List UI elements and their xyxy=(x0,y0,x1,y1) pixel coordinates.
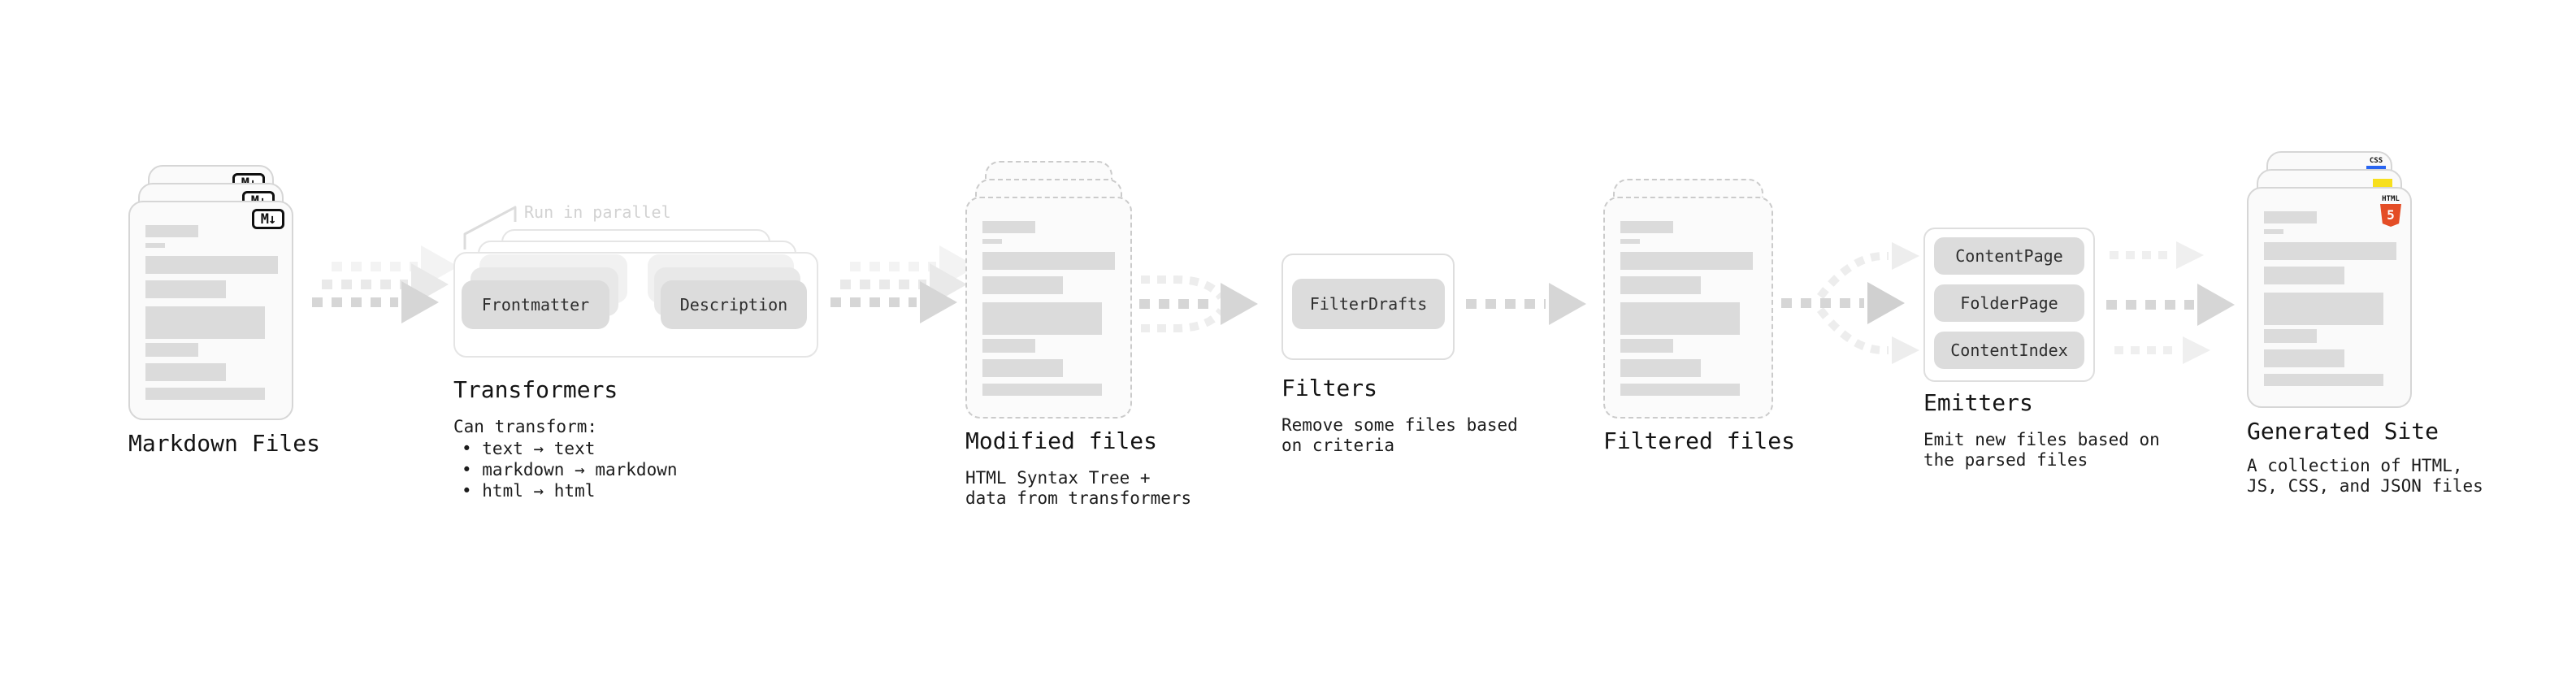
filters-desc-line: on criteria xyxy=(1281,436,1395,455)
text-line-placeholder xyxy=(982,252,1115,270)
stage-label-filters: Filters xyxy=(1281,375,1378,401)
text-line-placeholder xyxy=(1620,359,1701,377)
css-badge-text: CSS xyxy=(2369,157,2383,165)
file-card-front xyxy=(965,197,1132,419)
text-line-placeholder xyxy=(145,388,265,400)
text-line-placeholder xyxy=(982,339,1035,353)
stage-label-emitters: Emitters xyxy=(1923,389,2033,416)
css-icon: CSS xyxy=(2366,158,2386,169)
contentpage-pill: ContentPage xyxy=(1934,237,2084,275)
html5-shield: 5 xyxy=(2380,204,2401,227)
text-line-placeholder xyxy=(982,359,1063,377)
arrow-filters-to-filtered xyxy=(1466,283,1586,325)
description-pill: Description xyxy=(661,280,807,329)
arrow-filtered-to-emitters xyxy=(1781,242,1919,364)
stage-label-filtered-files: Filtered files xyxy=(1603,427,1796,454)
modified-desc-line: data from transformers xyxy=(965,488,1192,508)
text-line-placeholder xyxy=(145,280,226,298)
contentindex-pill: ContentIndex xyxy=(1934,332,2084,369)
file-card-front: M↓ xyxy=(128,201,293,420)
text-line-placeholder xyxy=(145,306,265,339)
text-line-placeholder xyxy=(982,221,1035,233)
text-line-placeholder xyxy=(982,302,1102,335)
generated-desc-line: A collection of HTML, xyxy=(2247,456,2463,475)
transformers-bullet: • html → html xyxy=(462,481,596,501)
annotation-callout-line xyxy=(463,206,517,249)
text-line-placeholder xyxy=(2264,211,2317,223)
text-line-placeholder xyxy=(145,363,226,381)
text-line-placeholder xyxy=(145,343,198,357)
text-line-placeholder xyxy=(145,256,278,274)
text-line-placeholder xyxy=(2264,374,2383,386)
stage-label-markdown-files: Markdown Files xyxy=(128,430,321,457)
frontmatter-pill: Frontmatter xyxy=(462,280,609,329)
file-card-front xyxy=(1603,197,1773,419)
text-line-placeholder xyxy=(1620,384,1740,396)
emitters-desc-line: the parsed files xyxy=(1923,450,2088,470)
modified-desc-line: HTML Syntax Tree + xyxy=(965,468,1151,488)
file-card-front: HTML 5 xyxy=(2247,187,2412,408)
text-line-placeholder xyxy=(2264,229,2283,234)
text-line-placeholder xyxy=(1620,239,1640,244)
folderpage-pill: FolderPage xyxy=(1934,284,2084,322)
text-line-placeholder xyxy=(2264,349,2344,367)
arrow-modified-to-filters xyxy=(1139,275,1258,332)
transformers-bullet: • text → text xyxy=(462,439,596,458)
text-line-placeholder xyxy=(1620,221,1673,233)
transformers-bullet: • markdown → markdown xyxy=(462,460,678,479)
markdown-icon: M↓ xyxy=(252,209,284,229)
text-line-placeholder xyxy=(2264,267,2344,284)
filters-desc-line: Remove some files based xyxy=(1281,415,1518,435)
generated-desc-line: JS, CSS, and JSON files xyxy=(2247,476,2483,496)
filterdrafts-pill: FilterDrafts xyxy=(1292,279,1445,329)
text-line-placeholder xyxy=(982,384,1102,396)
html5-word: HTML xyxy=(2382,195,2400,203)
text-line-placeholder xyxy=(2264,293,2383,325)
transformers-desc-title: Can transform: xyxy=(453,417,598,436)
arrow-emitters-to-generated xyxy=(2106,241,2235,364)
text-line-placeholder xyxy=(145,243,165,248)
text-line-placeholder xyxy=(1620,339,1673,353)
css-underline xyxy=(2366,166,2386,169)
arrow-markdown-to-transformers xyxy=(312,245,458,323)
text-line-placeholder xyxy=(2264,329,2317,343)
html5-number: 5 xyxy=(2387,207,2395,223)
text-line-placeholder xyxy=(982,276,1063,294)
text-line-placeholder xyxy=(1620,276,1701,294)
stage-label-transformers: Transformers xyxy=(453,376,618,403)
text-line-placeholder xyxy=(2264,242,2396,260)
emitters-desc-line: Emit new files based on xyxy=(1923,430,2160,449)
text-line-placeholder xyxy=(145,225,198,237)
arrow-transformers-to-modified xyxy=(830,245,977,323)
text-line-placeholder xyxy=(1620,302,1740,335)
stage-label-modified-files: Modified files xyxy=(965,427,1158,454)
run-in-parallel-annotation: Run in parallel xyxy=(524,202,671,222)
stage-label-generated-site: Generated Site xyxy=(2247,418,2439,445)
html5-icon: HTML 5 xyxy=(2380,195,2401,227)
text-line-placeholder xyxy=(982,239,1002,244)
text-line-placeholder xyxy=(1620,252,1753,270)
